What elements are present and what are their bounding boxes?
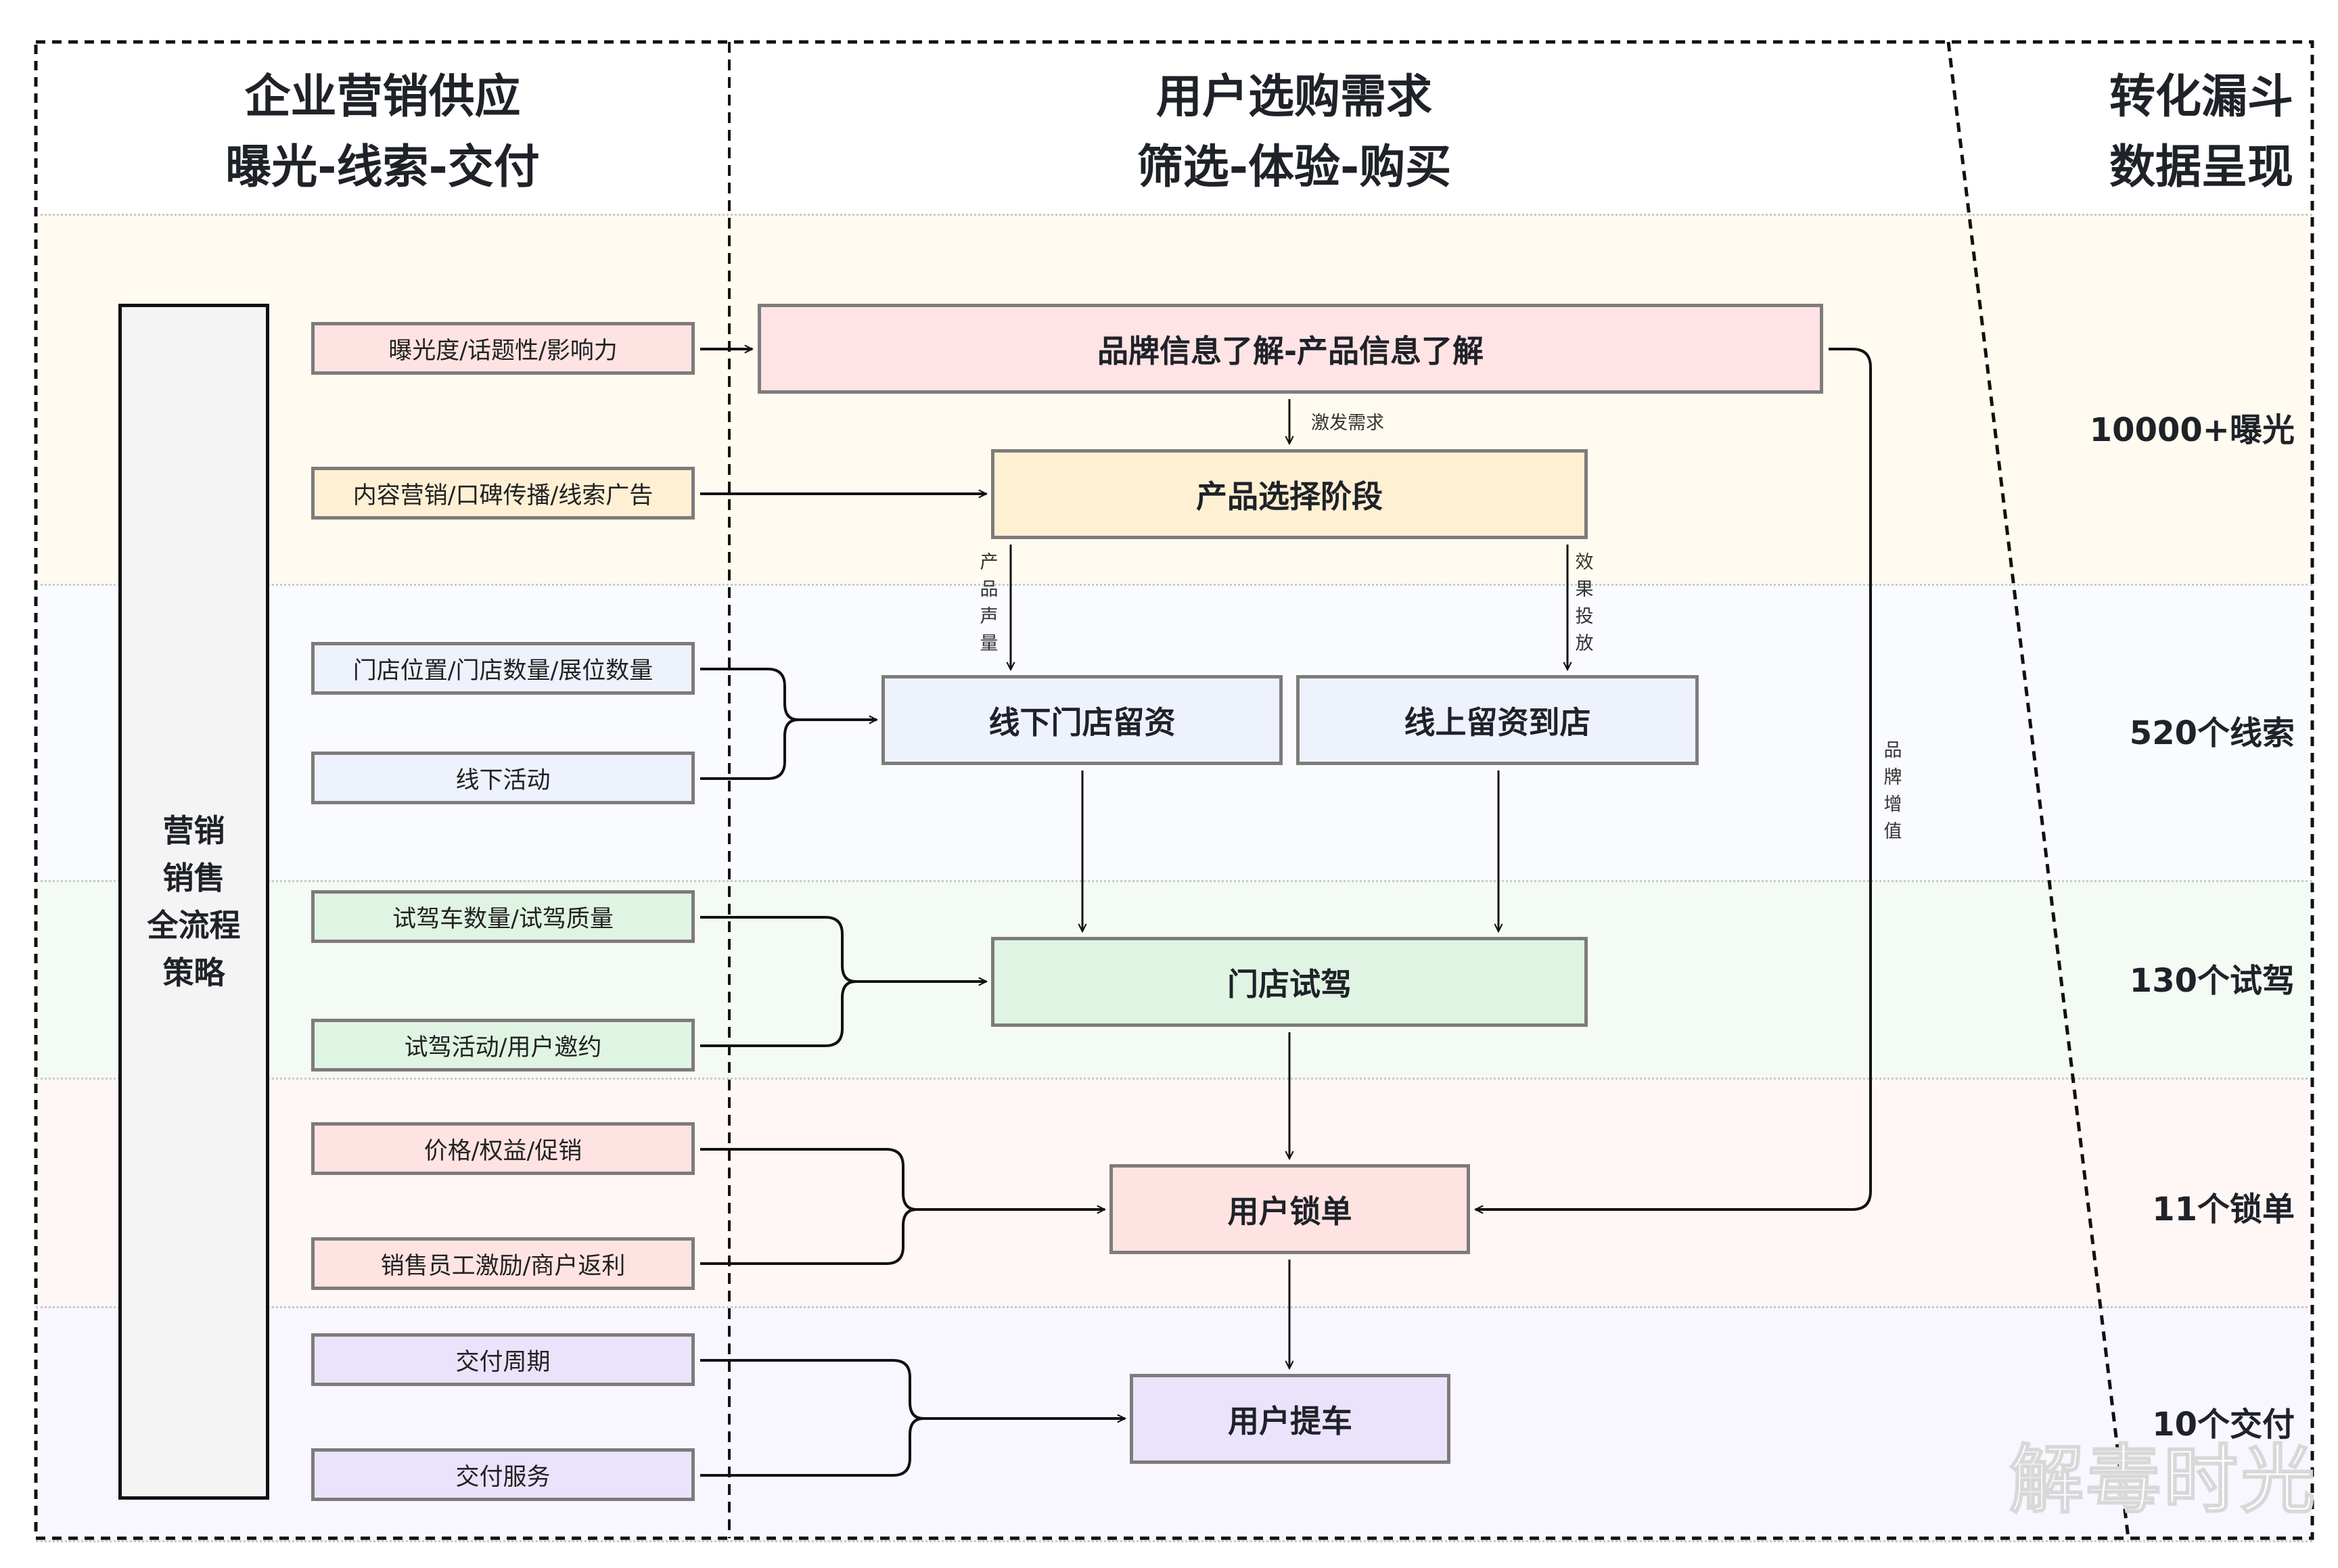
stage-store-test-drive: 门店试驾: [991, 937, 1588, 1027]
stage-online-lead-to-store: 线上留资到店: [1296, 675, 1699, 765]
strategy-line: 销售: [162, 860, 225, 896]
funnel-metric-test-drives: 130个试驾: [2129, 962, 2295, 1000]
column-header-demand-line2: 筛选-体验-购买: [1137, 141, 1452, 194]
column-header-supply: 企业营销供应 曝光-线索-交付: [36, 62, 729, 203]
brace-test-drive-inputs: [700, 916, 856, 1047]
column-header-demand: 用户选购需求 筛选-体验-购买: [729, 62, 1859, 203]
edge-label-ad-delivery: 效果投放: [1574, 549, 1595, 658]
input-price-promotions: 价格/权益/促销: [311, 1122, 695, 1175]
column-header-supply-line1: 企业营销供应: [244, 70, 521, 124]
input-test-drive-invites: 试驾活动/用户邀约: [311, 1019, 695, 1071]
input-delivery-cycle: 交付周期: [311, 1333, 695, 1386]
edge-label-product-volume: 产品声量: [979, 549, 999, 658]
edge-brand-value-loop: [1475, 348, 1872, 1209]
stage-brand-product-info: 品牌信息了解-产品信息了解: [758, 304, 1823, 394]
input-delivery-service: 交付服务: [311, 1448, 695, 1501]
input-sales-incentives: 销售员工激励/商户返利: [311, 1237, 695, 1290]
edge-label-char: 声: [980, 606, 999, 627]
funnel-metric-exposure: 10000+曝光: [2089, 411, 2295, 449]
edge-label-char: 投: [1575, 606, 1594, 627]
edge-label-char: 产: [980, 552, 999, 573]
edge-label-char: 效: [1575, 552, 1594, 573]
stage-user-pickup: 用户提车: [1130, 1374, 1450, 1464]
column-header-funnel-line2: 数据呈现: [2109, 141, 2293, 194]
funnel-metric-deliveries: 10个交付: [2152, 1406, 2295, 1444]
column-header-funnel-line1: 转化漏斗: [2109, 70, 2293, 124]
edge-label-char: 增: [1883, 794, 1902, 815]
strategy-box: 营销 销售 全流程 策略: [118, 304, 269, 1500]
input-content-marketing: 内容营销/口碑传播/线索广告: [311, 467, 695, 520]
edge-label-char: 量: [980, 633, 999, 654]
brace-lead-inputs: [700, 668, 799, 780]
edge-label-brand-value: 品牌增值: [1883, 737, 1903, 846]
edge-label-trigger-demand: 激发需求: [1311, 413, 1384, 434]
edge-label-char: 品: [980, 579, 999, 600]
input-exposure-factors: 曝光度/话题性/影响力: [311, 322, 695, 375]
edge-label-char: 品: [1883, 740, 1902, 761]
input-store-location: 门店位置/门店数量/展位数量: [311, 642, 695, 695]
outer-frame: [34, 40, 2314, 1540]
column-header-demand-line1: 用户选购需求: [1155, 70, 1432, 124]
stage-product-selection: 产品选择阶段: [991, 449, 1588, 539]
edge-label-char: 放: [1575, 633, 1594, 654]
input-offline-events: 线下活动: [311, 752, 695, 804]
strategy-label: 营销 销售 全流程 策略: [147, 807, 241, 996]
edge-label-char: 值: [1883, 821, 1902, 842]
stage-offline-store-lead: 线下门店留资: [881, 675, 1283, 765]
funnel-metric-leads: 520个线索: [2129, 714, 2295, 752]
strategy-line: 全流程: [147, 907, 241, 944]
edge-label-char: 果: [1575, 579, 1594, 600]
edge-label-char: 牌: [1883, 767, 1902, 788]
strategy-line: 策略: [162, 954, 225, 991]
column-header-funnel: 转化漏斗 数据呈现: [1962, 62, 2293, 203]
column-header-supply-line2: 曝光-线索-交付: [225, 141, 540, 194]
watermark: 解毒时光: [2009, 1436, 2318, 1524]
funnel-metric-lock-orders: 11个锁单: [2152, 1191, 2295, 1228]
column-divider-funnel: [1946, 41, 2130, 1539]
strategy-line: 营销: [162, 812, 225, 849]
stage-user-lock-order: 用户锁单: [1109, 1164, 1470, 1254]
brace-delivery-inputs: [700, 1359, 924, 1477]
brace-lock-order-inputs: [700, 1148, 917, 1265]
input-test-drive-cars: 试驾车数量/试驾质量: [311, 890, 695, 943]
